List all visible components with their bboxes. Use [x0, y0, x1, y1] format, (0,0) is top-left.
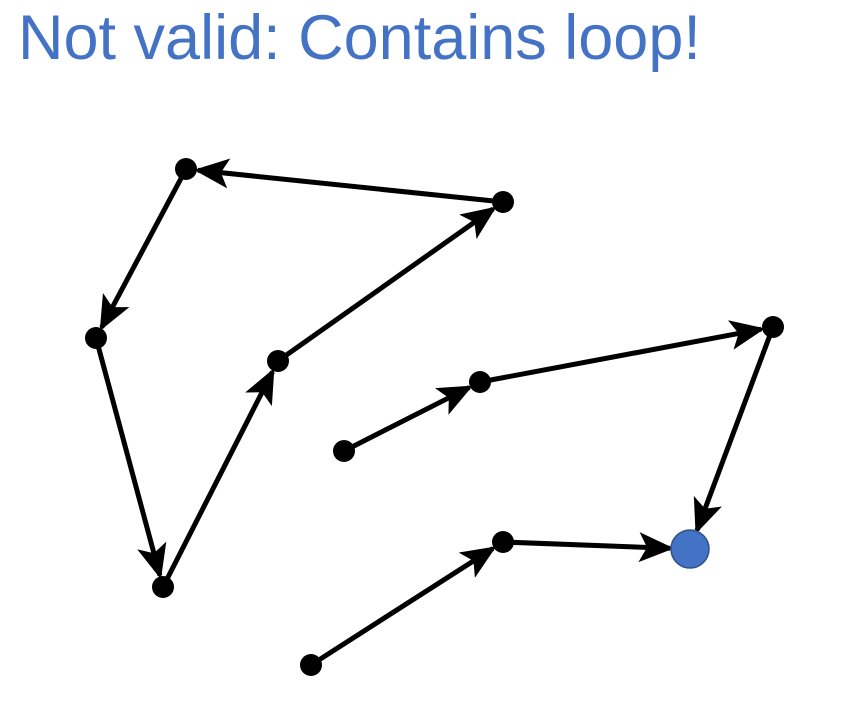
graph-node: [333, 440, 355, 462]
graph-node: [267, 350, 289, 372]
graph-node: [469, 371, 491, 393]
graph-node: [175, 158, 197, 180]
edge-arrow-n6-n7: [344, 385, 473, 453]
graph-node: [492, 191, 514, 213]
graph-node: [492, 531, 514, 553]
edge-arrow-n2-n1: [193, 158, 502, 205]
graph-node: [85, 327, 107, 349]
edge-arrow-n4-n5: [161, 368, 275, 587]
node-layer: [85, 158, 784, 676]
edge-arrow-n3-n4: [94, 339, 167, 580]
graph-node-highlighted: [670, 529, 710, 569]
edge-arrow-n11-n9: [311, 546, 497, 667]
edge-arrow-n5-n2: [278, 206, 497, 362]
graph-node: [152, 576, 174, 598]
edge-arrow-n9-n10: [504, 532, 675, 563]
slide-title: Not valid: Contains loop!: [18, 3, 701, 73]
graph-node: [762, 316, 784, 338]
edge-arrow-n8-n10: [693, 327, 775, 535]
edge-arrow-n7-n8: [481, 320, 766, 385]
graph-node: [300, 654, 322, 676]
edge-arrow-n1-n3: [99, 169, 188, 331]
edge-layer: [94, 158, 775, 667]
